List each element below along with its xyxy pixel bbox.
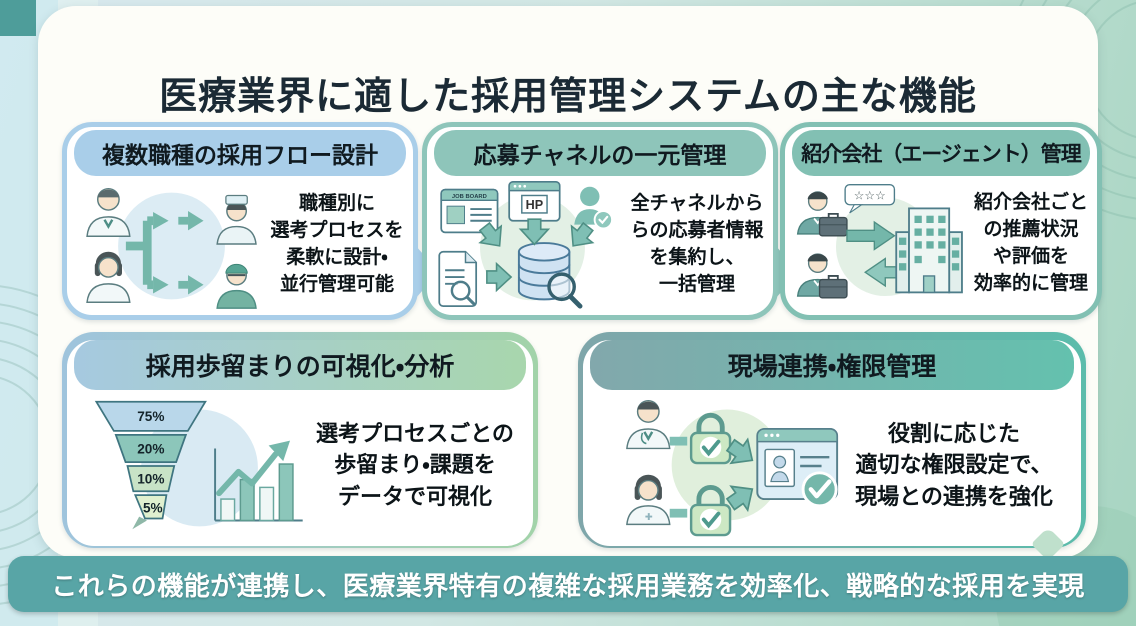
- card-recruit-flow-description: 職種別に 選考プロセスを 柔軟に設計・ 並行管理可能: [270, 193, 404, 295]
- channel-aggregation-icon: JOB BOARD HP: [438, 181, 614, 309]
- svg-text:☆☆☆: ☆☆☆: [854, 188, 886, 202]
- funnel-label-4: 5%: [143, 501, 163, 516]
- card-permission-management: 現場連携・権限管理: [578, 332, 1086, 548]
- job-board-window-icon: JOB BOARD: [440, 188, 499, 234]
- bar-chart-icon: [214, 440, 303, 522]
- card-yield-analysis-header: 採用歩留まりの可視化・分析: [74, 340, 526, 390]
- stub-arrow-bottom: [669, 508, 688, 518]
- card-agent-management: 紹介会社（エージェント）管理: [780, 122, 1102, 320]
- card-channel-management-title: 応募チャネルの一元管理: [473, 142, 727, 168]
- card-permission-management-header: 現場連携・権限管理: [590, 340, 1074, 390]
- padlock-check-icon-bottom: [690, 485, 732, 537]
- funnel-chart-icon: 75% 20% 10% 5%: [94, 400, 303, 530]
- funnel-icon: [94, 400, 208, 530]
- stub-arrow-top: [669, 436, 688, 446]
- corner-square-decoration: [0, 0, 36, 36]
- card-recruit-flow: 複数職種の採用フロー設計: [62, 122, 439, 320]
- doctor-icon: [626, 400, 671, 450]
- card-agent-management-description: 紹介会社ごと の推薦状況 や評価を 効率的に管理: [973, 192, 1088, 294]
- applicant-window-icon: [756, 428, 839, 508]
- card-yield-analysis: 採用歩留まりの可視化・分析 75% 20% 10%: [62, 332, 538, 548]
- agent-person-icon: [574, 186, 614, 230]
- nurse-icon: [216, 194, 258, 245]
- card-agent-management-title: 紹介会社（エージェント）管理: [801, 143, 1082, 166]
- svg-text:HP: HP: [526, 198, 544, 212]
- card-agent-management-header: 紹介会社（エージェント）管理: [792, 130, 1090, 176]
- female-staff-icon: [86, 251, 132, 304]
- card-yield-analysis-description: 選考プロセスごとの 歩留まり・課題を データで可視化: [316, 421, 514, 509]
- agent-building-icon: ☆☆☆: [796, 183, 963, 299]
- funnel-label-2: 20%: [137, 441, 164, 456]
- doctor-icon: [86, 187, 132, 237]
- star-rating-bubble-icon: ☆☆☆: [844, 183, 896, 214]
- padlock-check-icon-top: [690, 413, 732, 465]
- card-recruit-flow-title: 複数職種の採用フロー設計: [102, 142, 378, 168]
- funnel-label-3: 10%: [137, 471, 164, 486]
- resume-document-icon: [438, 250, 478, 308]
- card-recruit-flow-header: 複数職種の採用フロー設計: [74, 130, 406, 176]
- card-yield-analysis-title: 採用歩留まりの可視化・分析: [145, 353, 455, 381]
- funnel-label-1: 75%: [137, 409, 164, 424]
- card-channel-management: 応募チャネルの一元管理 JOB BOARD HP: [422, 122, 799, 320]
- surgeon-icon: [216, 263, 258, 309]
- page-title: 医療業界に適した採用管理システムの主な機能: [159, 76, 977, 119]
- card-permission-management-title: 現場連携・権限管理: [727, 353, 937, 381]
- footer-banner: これらの機能が連携し、医療業界特有の複雑な採用業務を効率化、戦略的な採用を実現: [8, 556, 1128, 612]
- nurse-icon: [626, 474, 671, 526]
- database-icon: [518, 242, 583, 309]
- card-channel-management-header: 応募チャネルの一元管理: [434, 130, 766, 176]
- agent-1-icon: [796, 191, 848, 237]
- svg-text:JOB BOARD: JOB BOARD: [452, 194, 487, 200]
- role-permission-icon: [626, 400, 839, 537]
- card-permission-management-description: 役割に応じた 適切な権限設定で、 現場との連携を強化: [855, 421, 1053, 509]
- hp-website-icon: HP: [508, 181, 562, 222]
- footer-banner-text: これらの機能が連携し、医療業界特有の複雑な採用業務を効率化、戦略的な採用を実現: [51, 570, 1085, 601]
- hospital-building-icon: [895, 207, 963, 294]
- inflow-arrows-icon: [478, 218, 595, 293]
- branch-arrows-icon: [126, 211, 205, 295]
- angled-arrows-icon: [725, 437, 754, 513]
- arrow-to-building-icon: [846, 220, 896, 251]
- agent-2-icon: [796, 253, 848, 299]
- card-channel-management-description: 全チャネルから らの応募者情報 を集約し、 一括管理: [630, 193, 764, 295]
- multi-role-flow-icon: [86, 187, 258, 309]
